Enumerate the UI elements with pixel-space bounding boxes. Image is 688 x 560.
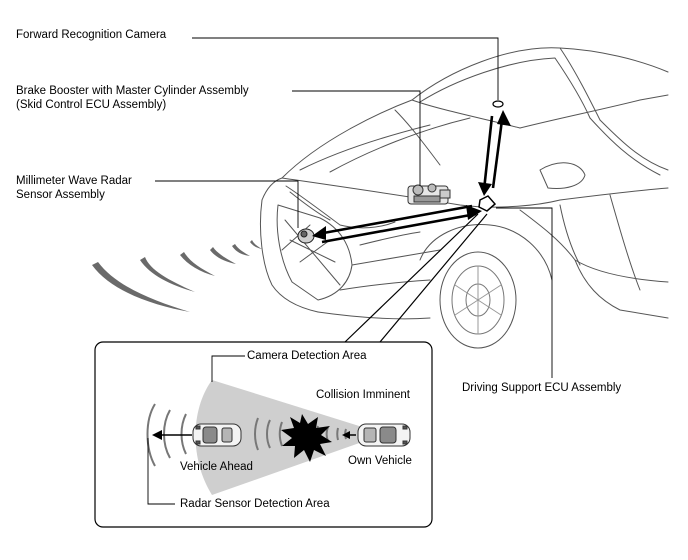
camera-detection-cone — [195, 380, 385, 495]
label-camera-detection-area: Camera Detection Area — [247, 350, 367, 362]
label-collision-imminent: Collision Imminent — [316, 389, 410, 401]
motion-arrows — [152, 430, 356, 440]
label-brake-booster-line2: (Skid Control ECU Assembly) — [16, 99, 167, 111]
radar-emission-waves — [92, 240, 262, 312]
vehicle-ahead-car — [192, 423, 242, 447]
car-illustration — [260, 47, 669, 349]
callout-lines — [344, 213, 488, 343]
label-driving-support-ecu: Driving Support ECU Assembly — [462, 382, 622, 394]
driving-support-ecu-component — [478, 195, 497, 212]
collision-burst-icon — [281, 414, 332, 462]
label-radar-sensor-line1: Millimeter Wave Radar — [16, 175, 132, 187]
forward-camera-component — [492, 100, 504, 108]
label-leader-lines — [155, 37, 553, 378]
label-brake-booster-line1: Brake Booster with Master Cylinder Assem… — [16, 85, 249, 97]
label-own-vehicle: Own Vehicle — [348, 455, 412, 467]
label-forward-recognition-camera: Forward Recognition Camera — [16, 29, 167, 41]
inset-leader-lines — [147, 355, 245, 505]
communication-arrows — [312, 110, 511, 244]
label-radar-sensor-detection-area: Radar Sensor Detection Area — [180, 498, 330, 510]
label-vehicle-ahead: Vehicle Ahead — [180, 461, 253, 473]
label-radar-sensor-line2: Sensor Assembly — [16, 189, 105, 201]
brake-booster-component — [407, 183, 451, 205]
radar-sensor-component — [297, 228, 315, 244]
own-vehicle-car — [357, 423, 411, 447]
